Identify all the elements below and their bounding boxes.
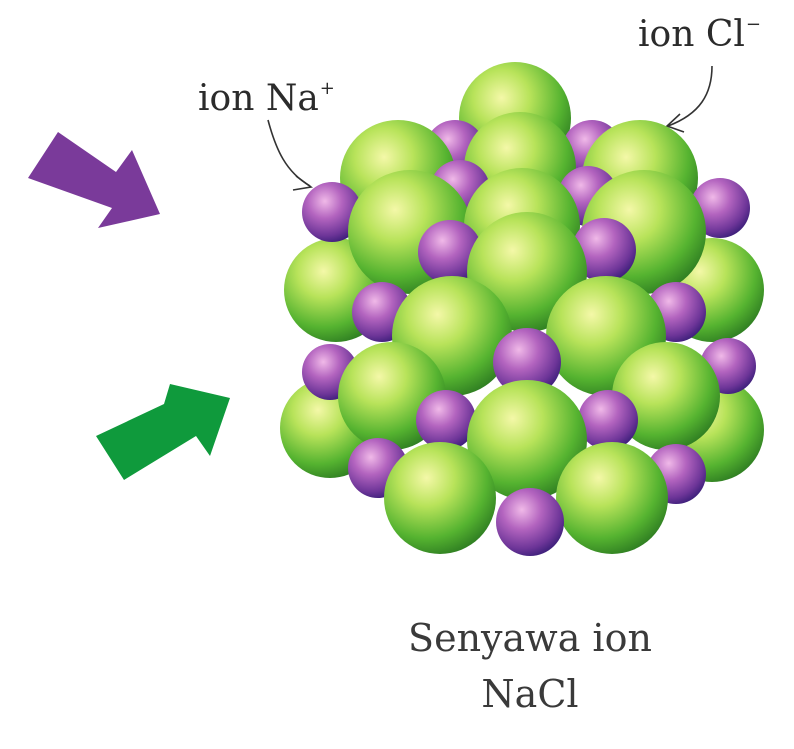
caption-line-1: Senyawa ion — [408, 616, 652, 660]
cl-ion-sphere — [612, 342, 720, 450]
na-ion-sphere — [578, 390, 638, 450]
na-ion-charge: + — [319, 78, 335, 99]
na-ion-label-text: ion Na — [198, 78, 319, 119]
na-ion-sphere — [572, 218, 636, 282]
cl-ion-sphere — [384, 442, 496, 554]
crystal-lattice — [280, 62, 764, 556]
na-ion-sphere — [496, 488, 564, 556]
cl-ion-label-text: ion Cl — [638, 14, 745, 55]
na-callout-line — [267, 119, 311, 187]
cl-ion-sphere — [467, 380, 587, 500]
cl-ion-label: ion Cl− — [638, 14, 761, 55]
arrow-green-icon — [96, 384, 230, 480]
cl-callout-line — [667, 65, 713, 127]
compound-caption: Senyawa ion NaCl — [340, 610, 720, 722]
cl-callout-arrowhead — [665, 113, 685, 133]
na-ion-sphere — [416, 390, 476, 450]
na-ion-sphere — [418, 220, 482, 284]
na-ion-label: ion Na+ — [198, 78, 335, 119]
na-ion-sphere — [493, 328, 561, 396]
na-ion-sphere — [302, 182, 362, 242]
na-callout-arrowhead — [292, 175, 314, 191]
cl-ion-sphere — [556, 442, 668, 554]
caption-line-2: NaCl — [481, 672, 579, 716]
cl-ion-charge: − — [745, 14, 761, 35]
arrow-purple-icon — [28, 132, 160, 228]
